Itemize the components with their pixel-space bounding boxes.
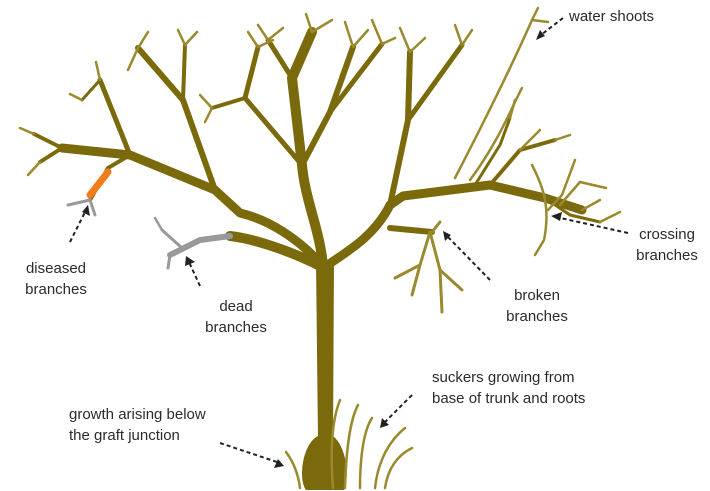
arrow-dead	[188, 261, 201, 287]
main-branches	[32, 27, 602, 273]
arrow-crossing	[555, 216, 629, 234]
arrow-graft	[219, 442, 281, 464]
label-dead-branches: dead branches	[205, 298, 267, 336]
dead-branches	[153, 216, 233, 270]
arrow-water-shoots	[536, 17, 564, 39]
arrow-broken	[445, 234, 491, 281]
arrow-diseased	[69, 209, 87, 243]
suckers	[330, 398, 414, 490]
label-broken-branches: broken branches	[506, 287, 568, 325]
label-suckers: suckers growing from base of trunk and r…	[432, 369, 586, 407]
label-crossing-branches: crossing branches	[636, 226, 698, 264]
label-graft-growth: growth arising below the graft junction	[69, 406, 206, 444]
pointer-arrows	[69, 17, 629, 464]
label-water-shoots: water shoots	[569, 8, 655, 25]
graft-growth	[284, 450, 302, 490]
small-twigs	[18, 12, 622, 224]
arrow-heads	[82, 30, 562, 468]
tree-trunk	[302, 262, 347, 490]
diseased-branches	[66, 168, 112, 217]
crossing-branches	[530, 158, 577, 257]
arrow-suckers	[383, 394, 413, 424]
label-diseased-branches: diseased branches	[25, 260, 87, 298]
water-shoots	[453, 6, 550, 182]
broken-branches	[393, 220, 464, 314]
